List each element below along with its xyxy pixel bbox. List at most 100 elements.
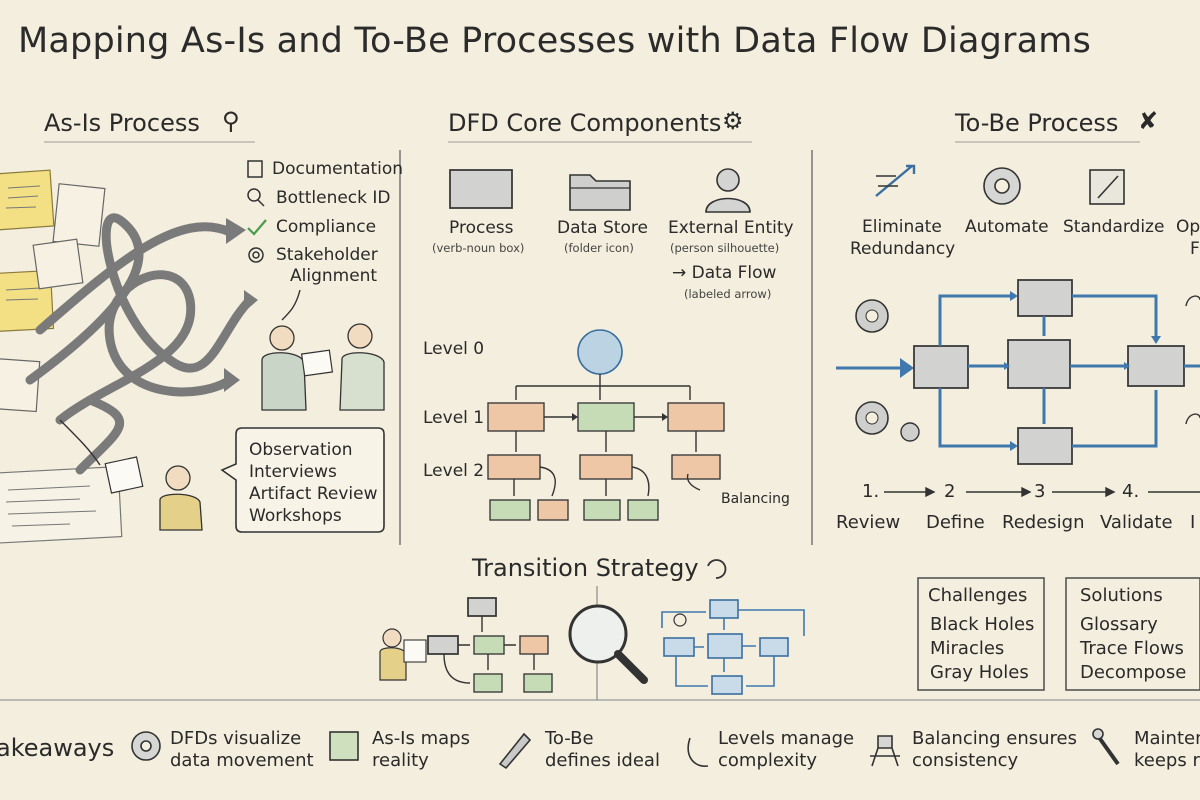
process-shape	[449, 169, 513, 209]
step-validate: Validate	[1100, 512, 1173, 533]
takeaway-1-line1: DFDs visualize	[170, 728, 302, 749]
goal-alignment: Alignment	[290, 266, 378, 286]
methods-bubble	[220, 427, 385, 533]
principle-eliminate: Eliminate	[862, 217, 942, 237]
tangled-flow-arrows	[25, 213, 255, 475]
step-redesign: Redesign	[1002, 512, 1085, 533]
takeaways-heading: akeaways	[0, 734, 115, 762]
tobe-process-box	[1017, 279, 1073, 317]
pencil-icon	[498, 732, 532, 770]
level2-process	[671, 454, 721, 480]
step-review: Review	[836, 512, 901, 533]
magnifier-icon: ⚲	[222, 107, 240, 135]
principle-optimize-partial: Op	[1176, 217, 1200, 237]
step-4-number: 4.	[1122, 481, 1140, 502]
data-store-shape	[569, 174, 631, 211]
tools-icon: ✘	[1138, 107, 1159, 135]
takeaway-3-line1: To-Be	[545, 728, 594, 749]
principle-automate: Automate	[965, 217, 1049, 237]
component-entity-name: External Entity	[668, 218, 794, 238]
takeaway-3-line2: defines ideal	[545, 750, 660, 771]
goal-bottleneck: Bottleneck ID	[276, 188, 391, 208]
method-interviews: Interviews	[249, 462, 337, 482]
level-2-label: Level 2	[423, 461, 485, 481]
challenge-miracles: Miracles	[930, 638, 1005, 659]
component-flow-note: (labeled arrow)	[684, 287, 772, 301]
principle-redundancy: Redundancy	[850, 239, 956, 259]
thin-arrow	[59, 419, 101, 466]
tobe-process-box	[1007, 339, 1071, 389]
step-5-partial: I	[1190, 512, 1196, 533]
context-circle	[577, 329, 623, 375]
transition-heading: Transition Strategy	[472, 554, 699, 582]
takeaway-1-line2: data movement	[170, 750, 314, 771]
step-1-number: 1.	[862, 481, 880, 502]
takeaway-2-line2: reality	[372, 750, 429, 771]
component-entity-note: (person silhouette)	[670, 241, 780, 255]
method-observation: Observation	[249, 440, 353, 460]
principle-flow-partial: F	[1190, 239, 1200, 259]
component-process-name: Process	[449, 218, 514, 238]
challenge-gray-holes: Gray Holes	[930, 662, 1029, 683]
level-diagram	[487, 329, 725, 521]
balancing-label: Balancing	[721, 491, 790, 507]
solutions-heading: Solutions	[1080, 585, 1163, 606]
level1-process	[487, 402, 545, 432]
stakeholders-illustration	[104, 323, 385, 531]
tobe-process-box	[1127, 345, 1185, 387]
challenges-heading: Challenges	[928, 585, 1028, 606]
tobe-process-box	[1017, 427, 1073, 465]
method-artifact-review: Artifact Review	[249, 484, 378, 504]
goal-icons	[247, 160, 267, 263]
takeaway-6-line2: keeps re	[1134, 750, 1200, 771]
component-datastore-name: Data Store	[557, 218, 648, 238]
takeaway-4-line2: complexity	[718, 750, 817, 771]
solution-glossary: Glossary	[1080, 614, 1158, 635]
pointer-line	[281, 289, 301, 321]
level2-process	[579, 454, 633, 480]
step-3-number: 3	[1034, 481, 1046, 502]
balance-icon	[870, 735, 900, 767]
arrow-head	[244, 290, 258, 312]
takeaway-2-line1: As-Is maps	[372, 728, 470, 749]
level1-process	[577, 402, 635, 432]
document-icon	[247, 160, 263, 178]
note-icon	[329, 731, 359, 761]
sticky-notes	[0, 169, 123, 544]
challenge-black-holes: Black Holes	[930, 614, 1035, 635]
external-entity-shape	[705, 168, 751, 213]
component-datastore-note: (folder icon)	[564, 241, 634, 255]
takeaway-5-line2: consistency	[912, 750, 1019, 771]
principle-icons	[875, 164, 1125, 205]
hook-icon	[687, 737, 709, 767]
arrow-head	[226, 218, 246, 244]
step-2-number: 2	[944, 481, 956, 502]
transition-illustration	[379, 559, 805, 700]
wrench-icon	[1096, 734, 1120, 766]
redundancy-arrows-icon	[875, 164, 916, 197]
page-title: Mapping As-Is and To-Be Processes with D…	[18, 21, 1092, 61]
step-define: Define	[926, 512, 985, 533]
tobe-process-box	[913, 345, 969, 389]
component-process-note: (verb-noun box)	[432, 241, 525, 255]
steps-arrows	[884, 486, 1200, 498]
takeaway-6-line1: Mainten	[1134, 728, 1200, 749]
principle-standardize: Standardize	[1063, 217, 1165, 237]
takeaway-4-line1: Levels manage	[718, 728, 855, 749]
arrow-head	[224, 368, 240, 392]
refresh-icon	[707, 559, 727, 579]
takeaway-icons	[131, 728, 1120, 770]
gear-icon: ⚙	[722, 107, 744, 135]
level-0-label: Level 0	[423, 339, 485, 359]
asis-heading: As-Is Process	[44, 109, 200, 137]
goal-compliance: Compliance	[276, 217, 377, 237]
goal-stakeholder: Stakeholder	[276, 245, 378, 265]
takeaway-5-line1: Balancing ensures	[912, 728, 1077, 749]
solution-decompose: Decompose	[1080, 662, 1187, 683]
dfd-heading: DFD Core Components	[448, 109, 722, 137]
method-workshops: Workshops	[249, 506, 342, 526]
check-icon	[247, 219, 267, 236]
gear-icon	[248, 247, 264, 263]
